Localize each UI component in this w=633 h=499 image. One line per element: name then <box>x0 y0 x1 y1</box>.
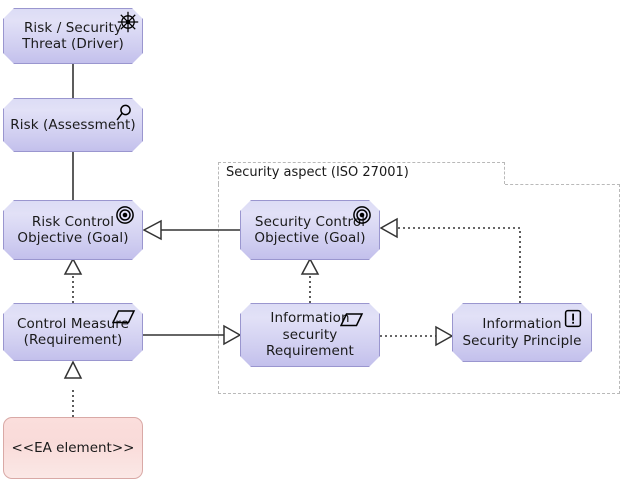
node-information-security-requirement[interactable]: Information security Requirement <box>240 303 380 367</box>
node-label-information-security-requirement: Information security Requirement <box>266 310 354 360</box>
goal-target-icon <box>116 206 134 224</box>
node-label-risk-security-threat: Risk / Security Threat (Driver) <box>22 19 124 52</box>
node-ea-element[interactable]: <<EA element>> <box>3 417 143 479</box>
node-label-security-control-objective: Security Control Objective (Goal) <box>254 213 366 246</box>
principle-exclamation-icon <box>564 309 582 328</box>
goal-target-icon <box>353 206 371 224</box>
driver-steering-wheel-icon <box>117 11 139 33</box>
assessment-magnifier-icon <box>116 104 131 121</box>
node-risk-assessment[interactable]: Risk (Assessment) <box>3 98 143 152</box>
requirement-parallelogram-icon <box>340 313 364 327</box>
node-label-control-measure: Control Measure (Requirement) <box>17 315 129 348</box>
node-security-control-objective[interactable]: Security Control Objective (Goal) <box>240 200 380 260</box>
node-label-risk-assessment: Risk (Assessment) <box>10 116 136 133</box>
node-risk-control-objective[interactable]: Risk Control Objective (Goal) <box>3 200 143 260</box>
node-risk-security-threat[interactable]: Risk / Security Threat (Driver) <box>3 8 143 64</box>
requirement-parallelogram-icon <box>112 310 136 324</box>
arrowhead-realization-rco <box>63 257 83 275</box>
arrowhead-realization-control-measure <box>63 360 83 379</box>
node-label-information-security-principle: Information Security Principle <box>462 316 582 349</box>
group-security-aspect-divider <box>505 184 620 185</box>
node-label-risk-control-objective: Risk Control Objective (Goal) <box>17 213 129 246</box>
group-security-aspect-tab <box>218 162 505 184</box>
node-information-security-principle[interactable]: Information Security Principle <box>452 303 592 362</box>
node-label-ea-element: <<EA element>> <box>11 440 135 456</box>
arrowhead-specialization-rco <box>142 219 162 241</box>
node-control-measure[interactable]: Control Measure (Requirement) <box>3 303 143 361</box>
group-security-aspect-label: Security aspect (ISO 27001) <box>226 165 409 180</box>
group-security-aspect-body <box>218 184 620 394</box>
